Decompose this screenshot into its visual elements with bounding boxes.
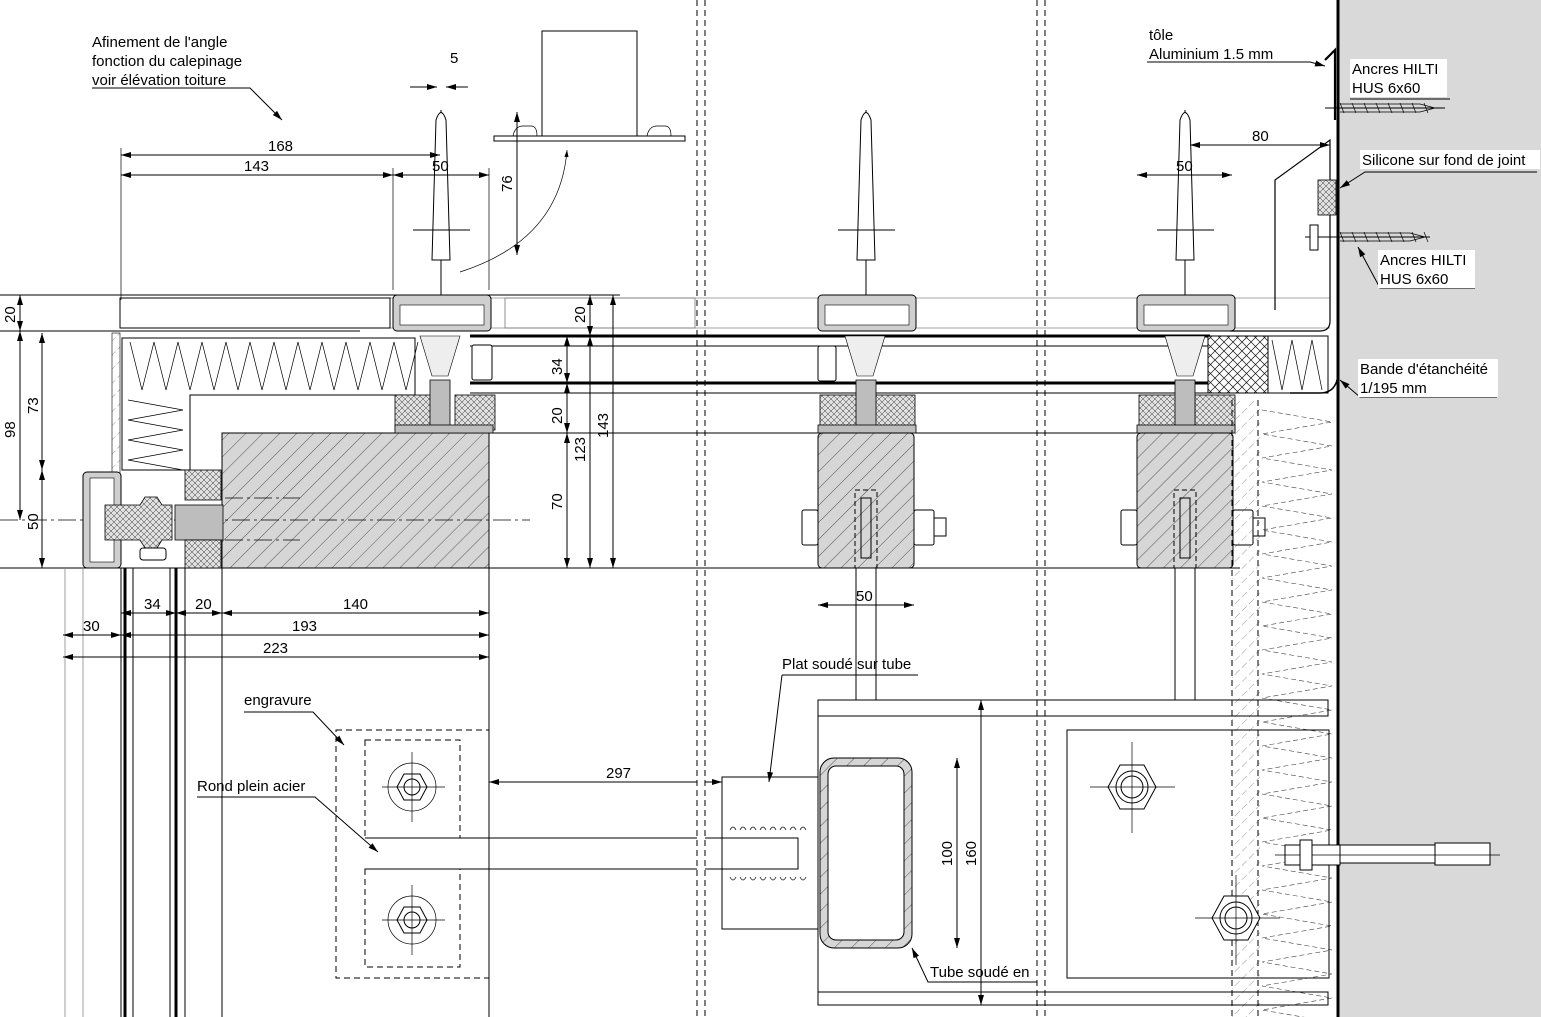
annotations: Afinement de l'angle fonction du calepin… xyxy=(92,27,1540,981)
dim-80: 80 xyxy=(1252,128,1269,145)
dim-193: 193 xyxy=(292,618,317,635)
note-ancres-top-1: Ancres HILTI xyxy=(1352,61,1438,78)
note-ancres-mid-1: Ancres HILTI xyxy=(1380,252,1466,269)
bolt-nut-2 xyxy=(1195,875,1280,965)
dim-70: 70 xyxy=(549,493,566,510)
note-rond-plein: Rond plein acier xyxy=(197,778,305,795)
note-afinement-1: Afinement de l'angle xyxy=(92,34,227,51)
mullion-3 xyxy=(1120,110,1329,700)
mullion-lines-left xyxy=(64,568,490,1017)
corner-insulation xyxy=(111,332,419,474)
dim-140: 140 xyxy=(343,596,368,613)
engraving-plate xyxy=(335,729,490,979)
dim-100: 100 xyxy=(939,841,956,866)
mullion-2 xyxy=(801,110,947,700)
note-bande-1: Bande d'étanchéité xyxy=(1360,361,1488,378)
leader-lines xyxy=(92,60,1537,983)
note-ancres-top-2: HUS 6x60 xyxy=(1352,80,1420,97)
dim-168: 168 xyxy=(268,138,293,155)
nut-1 xyxy=(382,752,445,822)
dim-30: 30 xyxy=(83,618,100,635)
bolt-nut-1 xyxy=(1090,742,1175,833)
note-tole-1: tôle xyxy=(1149,27,1173,44)
dim-20-mid-top: 20 xyxy=(572,306,589,323)
sealing-strip xyxy=(1290,374,1339,394)
note-tole-2: Aluminium 1.5 mm xyxy=(1149,46,1273,63)
hilti-anchor-mid xyxy=(1305,224,1430,251)
dim-160: 160 xyxy=(963,841,980,866)
dimension-lines xyxy=(17,84,1330,1005)
note-ancres-mid-2: HUS 6x60 xyxy=(1380,271,1448,288)
dim-73: 73 xyxy=(25,397,42,414)
nut-2 xyxy=(382,885,445,955)
wood-beam-corner xyxy=(221,432,490,569)
top-plate-detail xyxy=(459,30,686,273)
dim-143-mid: 143 xyxy=(595,413,612,438)
note-afinement-3: voir élévation toiture xyxy=(92,72,226,89)
dim-50-top-right: 50 xyxy=(1176,158,1193,175)
dim-123: 123 xyxy=(572,437,589,462)
note-engravure: engravure xyxy=(244,692,312,709)
dim-223: 223 xyxy=(263,640,288,657)
note-silicone: Silicone sur fond de joint xyxy=(1362,152,1526,169)
dim-50-bottom: 50 xyxy=(856,588,873,605)
expansion-anchor xyxy=(1275,839,1500,871)
hilti-anchor-top xyxy=(1325,102,1445,114)
note-plat-soude: Plat soudé sur tube xyxy=(782,656,911,673)
reference-lines xyxy=(0,294,1330,569)
dim-34-mid: 34 xyxy=(549,358,566,375)
dim-50-left: 50 xyxy=(25,513,42,530)
steel-rod xyxy=(365,776,819,930)
dim-297: 297 xyxy=(606,765,631,782)
roof-cover-strip xyxy=(119,297,391,329)
dim-20-bottom: 20 xyxy=(195,596,212,613)
note-afinement-2: fonction du calepinage xyxy=(92,53,242,70)
silicone-joint xyxy=(1317,179,1337,216)
mullion-1 xyxy=(392,110,496,434)
dim-76: 76 xyxy=(499,175,516,192)
dim-20-left: 20 xyxy=(2,306,19,323)
note-bande-2: 1/195 mm xyxy=(1360,380,1427,397)
steel-bracket xyxy=(817,699,1500,1006)
dim-34-bottom: 34 xyxy=(144,596,161,613)
dim-143-top: 143 xyxy=(244,158,269,175)
dim-5: 5 xyxy=(450,50,458,67)
dim-50-top-left: 50 xyxy=(432,158,449,175)
dim-98: 98 xyxy=(2,421,19,438)
note-tube-soude: Tube soudé en xyxy=(930,964,1030,981)
dimension-values: 5 168 143 50 76 80 50 20 98 73 50 20 34 … xyxy=(2,50,1269,866)
corner-glazing-profile xyxy=(82,469,224,569)
dim-20-mid: 20 xyxy=(549,407,566,424)
